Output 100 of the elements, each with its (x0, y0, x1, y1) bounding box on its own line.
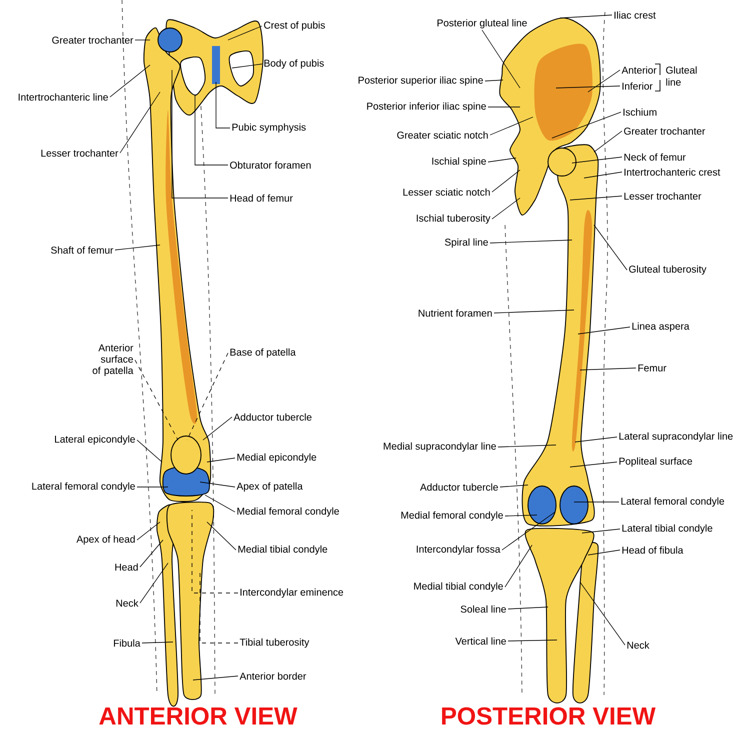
part-label: Greater sciatic notch (397, 131, 488, 139)
leader-line (580, 368, 636, 370)
part-label: Iliac crest (614, 11, 656, 19)
part-label: Lesser trochanter (624, 192, 702, 200)
leader-line (194, 94, 228, 166)
part-label: Fibula (114, 639, 140, 647)
leader-line (492, 170, 520, 192)
leader-line (200, 482, 236, 488)
part-label: Obturator foramen (230, 161, 311, 169)
part-label: Femur (638, 364, 666, 372)
leader-line (200, 572, 238, 644)
leader-line (572, 156, 622, 164)
leader-line (136, 522, 160, 540)
part-label: Lateral supracondylar line (619, 432, 733, 442)
part-label: Medial femoral condyle (237, 507, 339, 517)
part-label: Lateral femoral condyle (621, 497, 724, 507)
leader-line (570, 462, 618, 468)
part-label: Medial tibial condyle (414, 582, 503, 592)
view-title: ANTERIOR VIEW (99, 707, 298, 725)
part-label: Intercondylar eminence (240, 588, 344, 598)
part-label: Intercondylar fossa (416, 545, 500, 555)
leader-line (494, 310, 574, 314)
part-label: Linea aspera (632, 322, 690, 332)
leader-line (484, 80, 504, 82)
leader-line (504, 514, 538, 516)
leader-line (500, 484, 528, 488)
leader-line (578, 326, 630, 334)
part-label: Ischial spine (432, 157, 486, 167)
leader-line (202, 416, 232, 440)
leader-line (136, 486, 168, 488)
part-label: Posterior gluteal line (438, 19, 527, 28)
part-label: Posterior inferior iliac spine (367, 102, 486, 112)
part-label: Lesser trochanter (41, 149, 118, 157)
part-label: Base of patella (230, 348, 296, 358)
part-label: Medial femoral condyle (401, 511, 503, 521)
part-label: Apex of patella (236, 482, 303, 492)
leader-line (142, 642, 174, 644)
part-label: Inferior (622, 82, 653, 90)
part-label: Apex of head (76, 535, 135, 545)
leader-line (120, 92, 160, 154)
leader-line (594, 224, 628, 270)
part-label: Anterior border (240, 672, 306, 680)
part-label: Medial epicondyle (237, 453, 316, 463)
leader-line (488, 158, 516, 162)
part-label: Lesser sciatic notch (403, 188, 490, 196)
part-label: Vertical line (455, 637, 506, 645)
bracket-label: Gluteal line (666, 66, 697, 86)
part-label: Adductor tubercle (234, 413, 312, 421)
leader-line (110, 64, 150, 98)
part-label: Nutrient foramen (418, 309, 492, 317)
leader-line (584, 172, 622, 178)
part-label: Intertrochanteric line (18, 93, 108, 101)
leader-line (206, 458, 236, 462)
leader-line (204, 494, 236, 512)
part-label: Lateral femoral condyle (32, 482, 135, 492)
leader-line (490, 240, 572, 244)
leader-line (482, 30, 520, 88)
leader-line (206, 522, 236, 550)
leader-line (502, 512, 556, 550)
part-label: Spiral line (444, 238, 488, 248)
part-label: Pubic symphysis (232, 123, 306, 133)
leader-line (498, 444, 556, 448)
view-title: POSTERIOR VIEW (442, 707, 656, 725)
part-label: Soleal line (460, 605, 506, 613)
part-label: Intertrochanteric crest (624, 168, 720, 176)
part-label: Adductor tubercle (420, 483, 498, 491)
part-label: Tibial tuberosity (240, 638, 310, 648)
leader-line (588, 70, 620, 92)
part-label: Shaft of femur (51, 246, 114, 254)
leader-line (560, 14, 612, 18)
part-label: Medial supracondylar line (384, 442, 496, 452)
leader-line (488, 106, 520, 108)
leader-line (114, 244, 160, 250)
leader-line (216, 82, 230, 128)
part-label: Neck of femur (624, 153, 686, 161)
part-label: Body of pubis (264, 59, 324, 69)
part-label: Ischium (624, 108, 656, 116)
leader-line (192, 510, 238, 594)
leader-line (136, 440, 162, 462)
leader-line (580, 582, 626, 646)
part-label: Greater trochanter (52, 36, 134, 44)
part-label: Anterior surface of patella (92, 344, 134, 376)
leader-line (508, 606, 548, 610)
leader-line (582, 528, 620, 534)
leader-line (588, 550, 620, 556)
part-label: Lateral tibial condyle (622, 524, 712, 534)
leader-line (140, 562, 168, 604)
part-label: Posterior superior iliac spine (358, 76, 483, 86)
part-label: Head of femur (230, 194, 293, 202)
part-label: Greater trochanter (624, 127, 706, 135)
leader-line (594, 130, 622, 152)
leader-line (556, 86, 620, 88)
part-label: Head (115, 563, 138, 571)
leader-line (504, 544, 532, 588)
leader-line (228, 26, 262, 40)
leader-line (574, 436, 618, 442)
leader-line (508, 640, 558, 642)
leader-line (492, 198, 520, 220)
part-label: Neck (116, 599, 138, 607)
leader-line (570, 196, 622, 200)
